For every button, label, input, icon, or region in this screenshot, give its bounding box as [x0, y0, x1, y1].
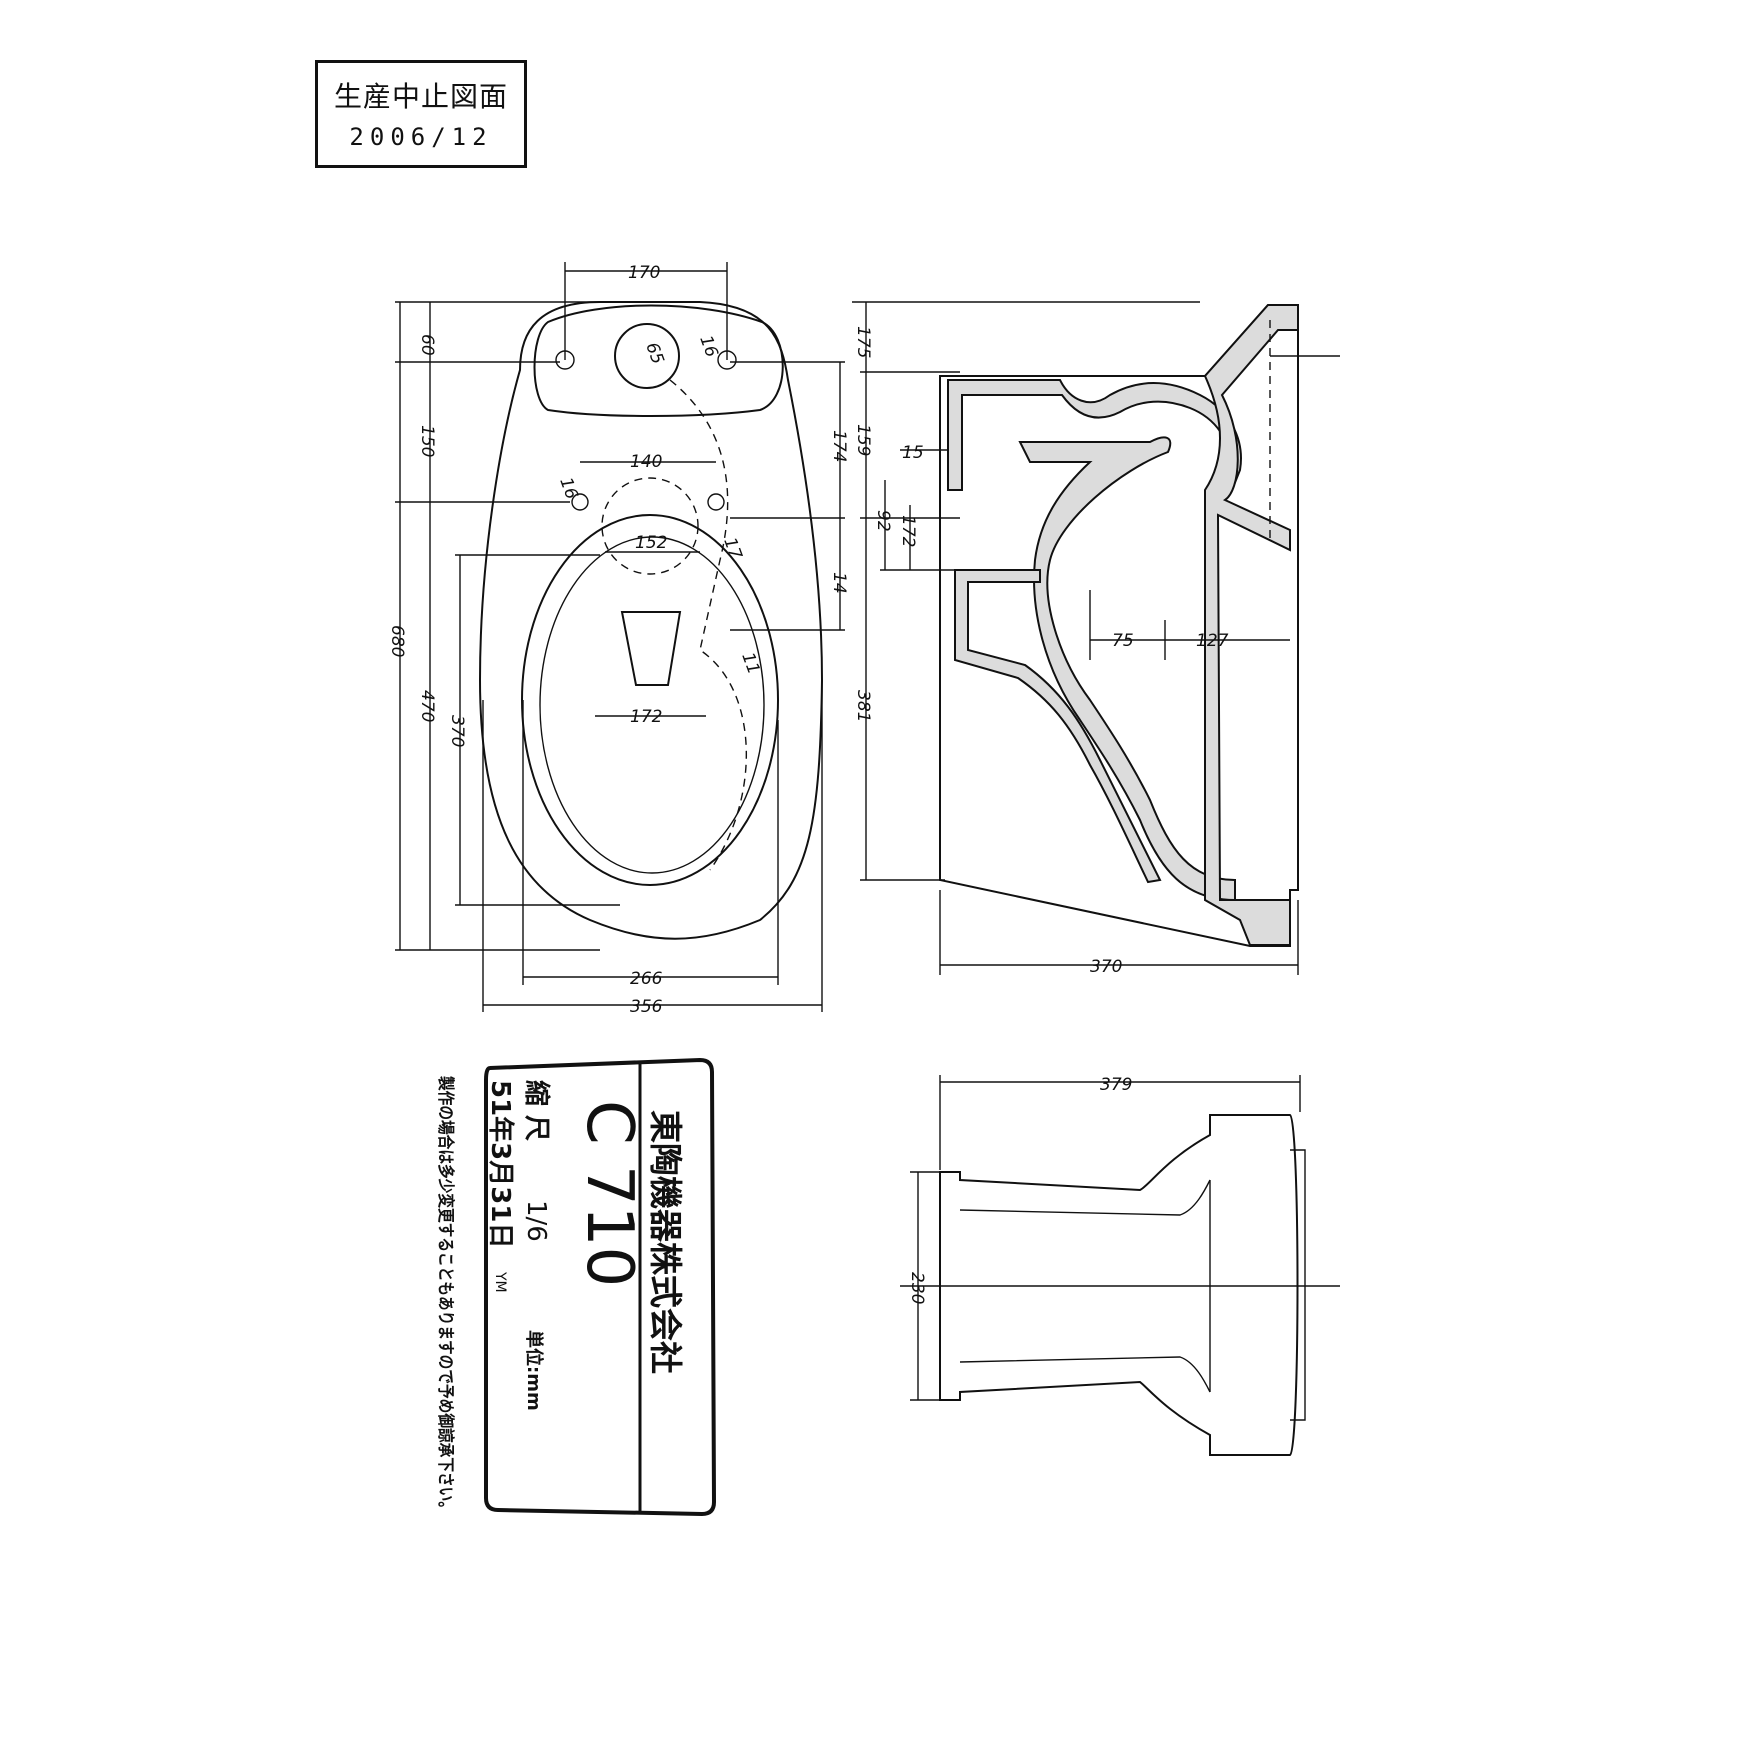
- side-dimension-lines: [852, 301, 1299, 975]
- dim-11: 11: [737, 650, 763, 677]
- title-block: 東陶機器株式会社 C 710 縮 尺 1/6 単位:mm 51年3月31日 YM…: [435, 1057, 717, 1517]
- rear-lower-flange: [959, 1356, 1211, 1393]
- side-trapway: [1018, 436, 1236, 902]
- plan-view: 170 60 150 680 470 370 174 14 140 152 17…: [387, 262, 849, 1017]
- rear-outline: [939, 1114, 1299, 1456]
- dim-16-seat: 16: [555, 475, 581, 502]
- rear-back-step: [1290, 1149, 1306, 1421]
- rear-upper-flange: [959, 1179, 1211, 1216]
- plan-tank-outline: [533, 304, 784, 417]
- dim-172: 172: [630, 707, 662, 727]
- dim-60: 60: [417, 334, 437, 356]
- model-number: C 710: [572, 1100, 646, 1287]
- rear-dimension-lines: [910, 1075, 1301, 1401]
- side-section-view: 175 159 15 92 172 381 75 127 370: [852, 301, 1340, 977]
- dim-356: 356: [630, 997, 663, 1017]
- dim-370-side: 370: [1090, 957, 1122, 977]
- dim-266: 266: [630, 969, 663, 989]
- dim-470: 470: [417, 690, 437, 722]
- plan-flush-valve-hole: [614, 323, 680, 389]
- dim-16-tank: 16: [695, 333, 721, 360]
- dim-230: 230: [907, 1272, 927, 1304]
- dim-370: 370: [447, 715, 467, 747]
- dim-127: 127: [1196, 631, 1229, 651]
- plan-seat-hole-left: [571, 493, 589, 511]
- dim-174: 174: [829, 430, 849, 462]
- plan-bowl-inner: [539, 536, 765, 874]
- dim-75: 75: [1112, 631, 1134, 651]
- scale-label: 縮 尺: [521, 1080, 552, 1141]
- plan-hidden-passage: [669, 379, 748, 871]
- stamp-date: 2006/12: [349, 123, 493, 151]
- plan-outlet-circle: [601, 477, 699, 575]
- dim-170: 170: [628, 263, 660, 283]
- plan-dimension-lines: [395, 262, 845, 1012]
- side-bowl-wall: [954, 569, 1162, 884]
- drafter-initials: YM: [492, 1271, 508, 1293]
- dim-17: 17: [719, 535, 745, 562]
- plan-seat-hole-right: [707, 493, 725, 511]
- dim-381: 381: [853, 690, 873, 722]
- dim-150: 150: [417, 425, 437, 457]
- plan-bowl-outer: [521, 514, 779, 886]
- dim-175: 175: [853, 326, 873, 358]
- drawing-date: 51年3月31日: [485, 1080, 516, 1248]
- unit-label: 単位:mm: [523, 1330, 545, 1411]
- dim-15: 15: [902, 443, 924, 463]
- side-rear-wall: [1203, 304, 1299, 946]
- discontinued-stamp: 生産中止図面 2006/12: [315, 60, 527, 168]
- dim-159: 159: [853, 424, 873, 456]
- dim-14: 14: [829, 572, 849, 594]
- scale-value: 1/6: [521, 1200, 551, 1242]
- disclaimer-note: 製作の場合は多少変更することもありますので予め御諒承下さい。: [435, 1075, 456, 1516]
- dim-65: 65: [641, 340, 667, 367]
- stamp-title: 生産中止図面: [333, 80, 508, 113]
- dim-172-side: 172: [898, 515, 918, 547]
- company-name: 東陶機器株式会社: [646, 1110, 685, 1374]
- plan-outer-outline: [478, 301, 824, 940]
- rear-view: 379 230: [900, 1075, 1340, 1456]
- title-block-border: [484, 1057, 717, 1517]
- dim-92: 92: [873, 510, 893, 532]
- dim-140: 140: [630, 452, 662, 472]
- dim-379: 379: [1100, 1075, 1132, 1095]
- dim-680: 680: [387, 625, 407, 657]
- plan-trap-opening: [620, 611, 682, 686]
- dim-152: 152: [635, 533, 667, 553]
